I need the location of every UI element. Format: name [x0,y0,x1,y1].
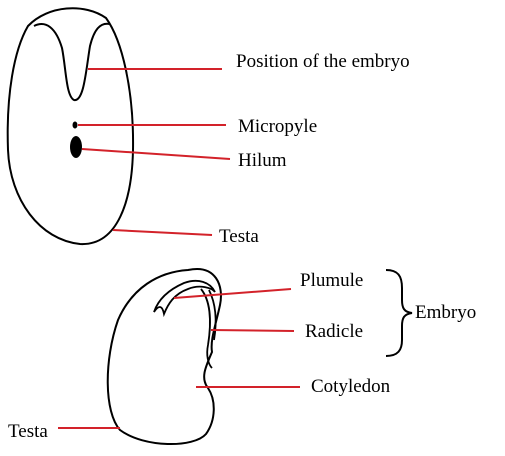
pointer-testa-top [112,229,213,236]
label-testa-bottom: Testa [8,421,48,442]
plumule-shape [153,279,216,318]
pointer-plumule [173,288,292,299]
embryo-position-notch [33,22,111,101]
label-embryo: Embryo [415,302,477,323]
radicle-shape [200,288,213,369]
embryo-brace [385,269,413,357]
hilum-mark [70,136,82,158]
seed-outline-external [6,7,135,246]
radicle-shape-inner [208,289,217,341]
micropyle-dot [72,121,78,129]
label-cotyledon: Cotyledon [311,376,391,397]
label-hilum: Hilum [238,150,287,171]
label-position-of-embryo: Position of the embryo [236,51,410,72]
label-micropyle: Micropyle [238,116,318,137]
label-plumule: Plumule [300,270,364,291]
seed-outline-internal [106,268,222,445]
pointer-radicle [210,329,295,332]
label-radicle: Radicle [305,321,364,342]
label-testa-top: Testa [219,226,259,247]
pointer-hilum [81,148,231,160]
